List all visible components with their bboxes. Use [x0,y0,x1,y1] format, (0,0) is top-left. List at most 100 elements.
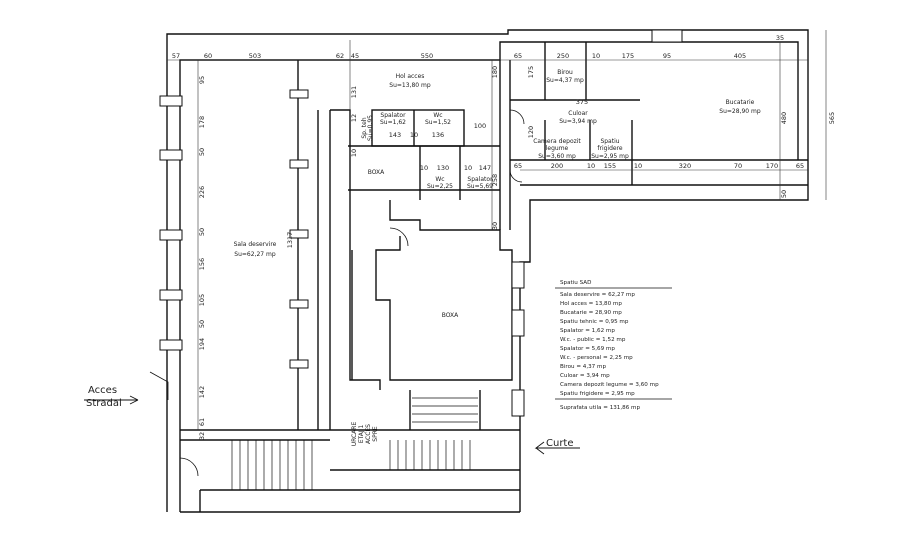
dim-147: 147 [479,164,491,172]
room-spalator1-name: Spalator [380,112,406,119]
dim-wc-10b: 10 [464,164,472,172]
dim-left-61: 61 [198,418,206,426]
room-birou-area: Su=4,37 mp [546,77,584,84]
dim-bot-10a: 10 [587,162,595,170]
dim-left-226: 226 [198,186,206,198]
legend-item: Spatiu tehnic = 0,95 mp [560,319,629,325]
room-spalator2-area: Su=5,69 [467,183,493,190]
dim-top-95: 95 [663,52,671,60]
dim-bot-65b: 65 [796,162,804,170]
dim-top-62: 62 [336,52,344,60]
dim-sp-10: 10 [410,131,418,139]
dim-top-503: 503 [249,52,261,60]
label-stradal: Stradal [86,398,122,409]
legend-item: W.c. - public = 1,52 mp [560,337,626,343]
room-bucatarie-area: Su=28,90 mp [719,108,761,115]
dim-sala-1317: 1317 [286,232,294,249]
dim-top-550: 550 [421,52,433,60]
dim-top-250: 250 [557,52,569,60]
stair-acces: ACCES [365,424,372,444]
label-acces: Acces [88,385,117,396]
acces-arrow-icon [84,395,139,405]
legend-item: Spalator = 1,62 mp [560,328,615,334]
legend-total: Suprafata utila = 131,86 mp [560,405,640,411]
inner-wall-face [179,41,799,512]
room-frigidere-name2: frigidere [597,145,623,152]
dim-258: 258 [491,174,499,186]
dim-left-50b: 50 [198,228,206,236]
dim-v-10: 10 [350,149,358,157]
stair-etaj: ETAJ 1 [358,425,365,444]
dim-bot-200: 200 [551,162,563,170]
legend-item: Hol acces = 13,80 mp [560,301,622,307]
room-boxa1: BOXA [368,169,385,176]
dim-top-45: 45 [351,52,359,60]
dim-left-95: 95 [198,76,206,84]
dim-left-156: 156 [198,258,206,270]
dim-left-50c: 50 [198,320,206,328]
dim-bot-70: 70 [734,162,742,170]
room-hol-name: Hol acces [396,73,425,80]
room-tehnic-area: Su=0,95 [367,115,374,141]
stair-urcare: URCARE [351,422,358,447]
room-hol-area: Su=13,80 mp [389,82,431,89]
dim-wc-10a: 10 [420,164,428,172]
dim-left-105: 105 [198,294,206,306]
stair-spre: SPRE [372,426,379,442]
dim-175: 175 [527,66,535,78]
room-wc2-area: Su=2,25 [427,183,453,190]
legend-item: Sala deservire = 62,27 mp [560,292,635,298]
dim-right-50: 50 [780,190,788,198]
dim-left-194: 194 [198,338,206,350]
dim-top-175: 175 [622,52,634,60]
room-wc1-name: Wc [433,112,442,119]
dim-top-10: 10 [592,52,600,60]
dim-131: 131 [350,86,358,98]
dim-bot-10b: 10 [634,162,642,170]
dim-top-57: 57 [172,52,180,60]
dim-v-12: 12 [350,114,358,122]
dim-143: 143 [389,131,401,139]
legend-title: Spatiu SAD [560,280,591,286]
room-wc1-area: Su=1,52 [425,119,451,126]
dim-top-60: 60 [204,52,212,60]
room-bucatarie-name: Bucatarie [726,99,755,106]
dim-130: 130 [437,164,449,172]
dim-375: 375 [576,98,588,106]
room-culoar-area: Su=3,94 mp [559,118,597,125]
room-tehnic-name: Sp. teh [361,117,368,138]
room-spalator2-name: Spalator [467,176,493,183]
legend-item: Birou = 4,37 mp [560,364,606,370]
room-frigidere-name1: Spatiu [600,138,619,145]
dim-bot-170: 170 [766,162,778,170]
room-wc2-name: Wc [435,176,444,183]
room-camera-name1: Camera depozit [533,138,581,145]
room-frigidere-area: Su=2,95 mp [591,153,629,160]
room-boxa2: BOXA [442,312,459,319]
dim-100: 100 [474,122,486,130]
room-sala-name: Sala deservire [234,241,277,248]
dim-top-65: 65 [514,52,522,60]
dim-left-178: 178 [198,116,206,128]
dim-bot-65a: 65 [514,162,522,170]
room-camera-area: Su=3,60 mp [538,153,576,160]
room-birou-name: Birou [557,69,573,76]
legend-item: Bucatarie = 28,90 mp [560,310,622,316]
dim-136: 136 [432,131,444,139]
dim-180: 180 [491,66,499,78]
legend-item: Camera depozit legume = 3,60 mp [560,382,659,388]
room-spalator1-area: Su=1,62 [380,119,406,126]
legend-item: Spatiu frigidere = 2,95 mp [560,391,635,397]
legend-item: Culoar = 3,94 mp [560,373,610,379]
room-sala-area: Su=62,27 mp [234,251,276,258]
legend-item: W.c. - personal = 2,25 mp [560,355,633,361]
legend: Spatiu SAD Sala deservire = 62,27 mp Hol… [555,280,672,411]
dim-right-480: 480 [780,112,788,124]
curte-arrow-icon [534,441,580,455]
dim-top-405: 405 [734,52,746,60]
stair-treads [231,397,478,490]
dim-bot-155: 155 [604,162,616,170]
dim-right-565: 565 [828,112,836,124]
outer-wall-top [166,29,809,512]
